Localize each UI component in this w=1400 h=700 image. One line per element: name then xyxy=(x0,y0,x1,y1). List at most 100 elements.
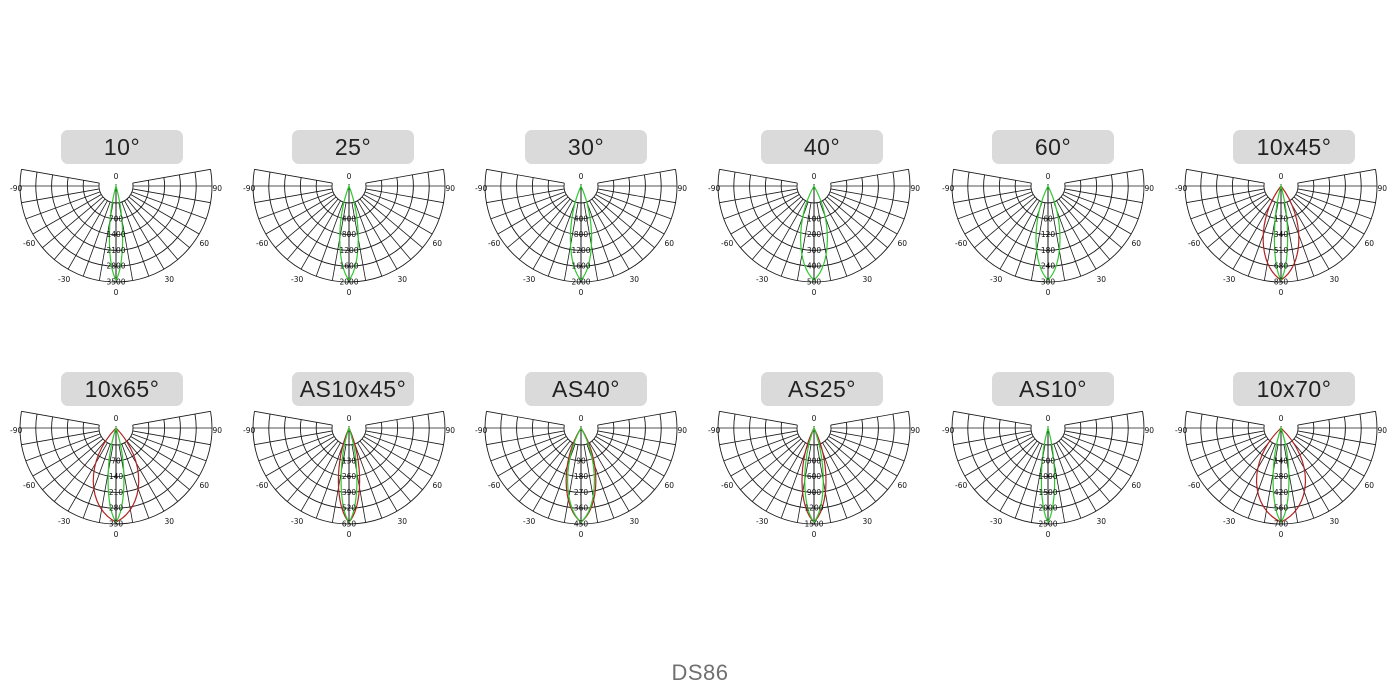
ring-value-label: 800 xyxy=(342,230,357,239)
angle-label-left30: -30 xyxy=(990,517,1002,526)
angle-spoke xyxy=(1030,202,1046,281)
angle-spoke xyxy=(1286,201,1315,277)
angle-spoke xyxy=(518,440,571,502)
beam-curve-c0 xyxy=(107,426,125,524)
ring-value-label: 260 xyxy=(342,472,357,481)
angle-spoke xyxy=(591,198,644,260)
beam-angle-label: AS40° xyxy=(525,372,647,406)
angle-spoke xyxy=(826,438,888,491)
angle-spoke xyxy=(1293,438,1355,491)
angle-label-right60: 60 xyxy=(664,239,674,248)
angle-spoke xyxy=(1197,436,1267,477)
angle-spoke xyxy=(265,194,335,235)
angle-spoke xyxy=(486,430,565,446)
angle-label-bottom: 0 xyxy=(1279,288,1284,297)
ring-value-label: 200 xyxy=(807,230,822,239)
angle-spoke xyxy=(1247,201,1276,277)
angle-label-left60: -60 xyxy=(955,239,967,248)
ring-value-label: 400 xyxy=(574,214,589,223)
angle-spoke xyxy=(354,201,383,277)
angle-label-right30: 30 xyxy=(1096,275,1106,284)
angle-spoke xyxy=(365,430,444,446)
angle-spoke xyxy=(351,444,367,523)
angle-spoke xyxy=(254,168,333,184)
angle-label-right90: 90 xyxy=(212,184,222,193)
angle-spoke xyxy=(354,443,383,519)
angle-label-left60: -60 xyxy=(23,481,35,490)
angle-label-right30: 30 xyxy=(1329,517,1339,526)
angle-spoke xyxy=(830,430,909,446)
angle-spoke xyxy=(765,200,806,270)
angle-label-right30: 30 xyxy=(629,517,639,526)
angle-label-bottom: 0 xyxy=(347,288,352,297)
angle-label-left90: -90 xyxy=(708,426,720,435)
angle-label-left30: -30 xyxy=(523,275,535,284)
angle-label-right60: 60 xyxy=(432,239,442,248)
angle-spoke xyxy=(822,200,863,270)
angle-spoke xyxy=(723,191,799,220)
angle-spoke xyxy=(957,433,1033,462)
ring-value-label: 2800 xyxy=(106,262,125,271)
angle-spoke xyxy=(365,188,444,204)
angle-spoke xyxy=(595,436,665,477)
angle-label-top: 0 xyxy=(1279,414,1284,423)
angle-label-left90: -90 xyxy=(942,184,954,193)
angle-spoke xyxy=(124,200,165,270)
angle-spoke xyxy=(121,201,150,277)
ring-value-label: 2100 xyxy=(106,246,125,255)
angle-spoke xyxy=(593,438,655,491)
beam-curve-c0 xyxy=(1035,184,1061,281)
angle-label-left60: -60 xyxy=(721,239,733,248)
angle-label-left60: -60 xyxy=(256,239,268,248)
ring-value-label: 1200 xyxy=(804,504,823,513)
angle-spoke xyxy=(21,410,100,426)
angle-spoke xyxy=(357,200,398,270)
angle-spoke xyxy=(1283,444,1299,523)
beam-angle-label: 10x45° xyxy=(1233,130,1355,164)
ring-value-label: 1600 xyxy=(571,262,590,271)
angle-spoke xyxy=(518,198,571,260)
ring-value-label: 800 xyxy=(574,230,589,239)
angle-spoke xyxy=(532,442,573,512)
angle-label-right30: 30 xyxy=(629,275,639,284)
angle-spoke xyxy=(719,430,798,446)
angle-spoke xyxy=(331,444,347,523)
beam-angle-label: AS25° xyxy=(761,372,883,406)
angle-spoke xyxy=(830,410,909,426)
angle-label-bottom: 0 xyxy=(1046,288,1051,297)
angle-spoke xyxy=(547,201,576,277)
angle-label-right90: 90 xyxy=(445,426,455,435)
angle-spoke xyxy=(254,188,333,204)
angle-spoke xyxy=(315,201,344,277)
ring-value-label: 420 xyxy=(1274,488,1289,497)
ring-value-label: 700 xyxy=(1274,520,1289,529)
angle-spoke xyxy=(25,191,101,220)
angle-spoke xyxy=(830,168,909,184)
angle-spoke xyxy=(719,168,798,184)
angle-spoke xyxy=(1263,444,1279,523)
angle-spoke xyxy=(751,440,804,502)
angle-spoke xyxy=(723,433,799,462)
beam-curve-c0 xyxy=(108,183,124,282)
angle-label-left30: -30 xyxy=(291,517,303,526)
angle-spoke xyxy=(359,198,412,260)
angle-spoke xyxy=(1207,196,1269,249)
ring-value-label: 180 xyxy=(1041,246,1056,255)
angle-label-left60: -60 xyxy=(488,239,500,248)
angle-label-left30: -30 xyxy=(756,275,768,284)
ring-value-label: 170 xyxy=(1274,214,1289,223)
angle-spoke xyxy=(53,440,106,502)
ring-value-label: 70 xyxy=(111,456,121,465)
beam-angle-label: AS10° xyxy=(992,372,1114,406)
angle-label-bottom: 0 xyxy=(114,288,119,297)
ring-value-label: 130 xyxy=(342,456,357,465)
angle-label-right30: 30 xyxy=(862,275,872,284)
ring-value-label: 280 xyxy=(109,504,124,513)
angle-label-right60: 60 xyxy=(1364,239,1374,248)
